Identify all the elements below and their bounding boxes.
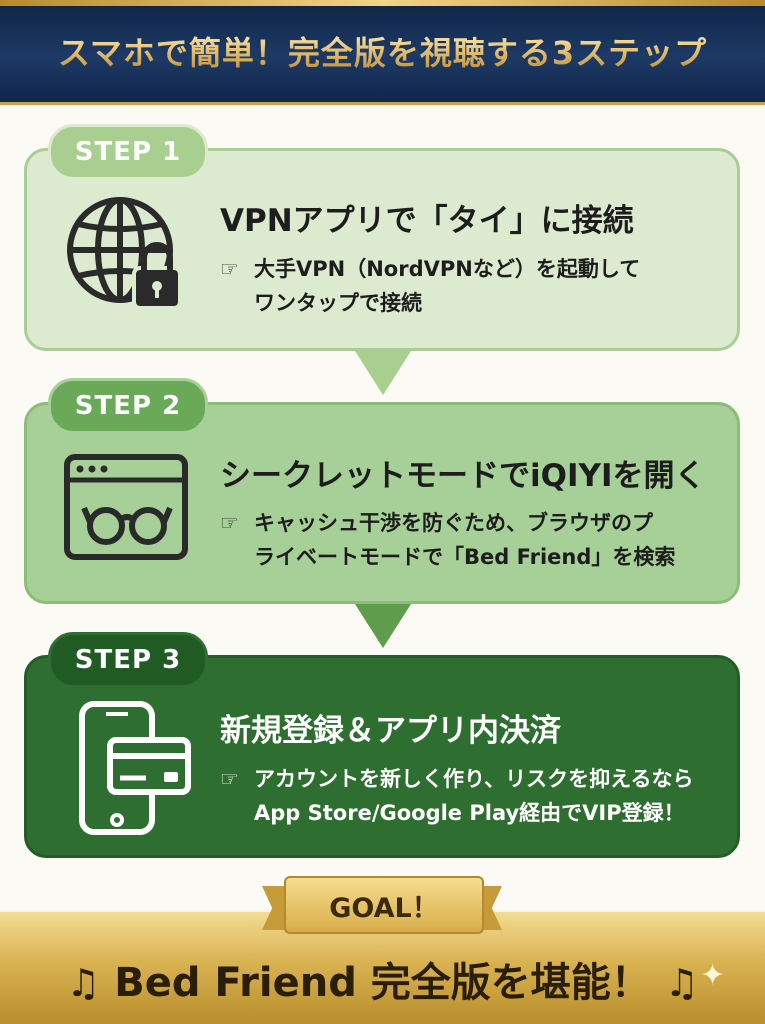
step-desc-2: ☞ キャッシュ干渉を防ぐため、ブラウザのプ ライベートモードで「Bed Frien… [220,506,725,574]
pointing-hand-icon: ☞ [220,767,239,791]
arrow-down-icon [355,351,411,395]
step-title-3: 新規登録＆アプリ内決済 [220,713,561,749]
step-desc-2-line2: ライベートモードで「Bed Friend」を検索 [254,545,676,569]
step-desc-1-line1: 大手VPN（NordVPNなど）を起動して [254,257,641,281]
globe-lock-icon [67,197,182,310]
step-card-2 [24,402,740,604]
step-desc-2-line1: キャッシュ干渉を防ぐため、ブラウザのプ [254,511,653,535]
pointing-hand-icon: ☞ [220,257,239,281]
step-title-1: VPNアプリで「タイ」に接続 [220,203,634,239]
step-desc-3-line1: アカウントを新しく作り、リスクを抑えるなら [254,767,694,791]
step-badge-1: STEP 1 [48,124,208,180]
header-banner: スマホで簡単！完全版を視聴する3ステップ [0,0,765,105]
music-note-icon: ♫ [664,961,699,1005]
footer-title: ♫ Bed Friend 完全版を堪能！ ♫ [0,950,765,1008]
goal-ribbon: GOAL！ [262,876,502,936]
step-desc-1-line2: ワンタップで接続 [254,291,422,315]
step-badge-3: STEP 3 [48,632,208,688]
page-title: スマホで簡単！完全版を視聴する3ステップ [58,28,707,74]
footer-title-text: Bed Friend 完全版を堪能！ [114,960,651,1006]
phone-card-icon [79,701,191,835]
pointing-hand-icon: ☞ [220,511,239,535]
step-desc-3: ☞ アカウントを新しく作り、リスクを抑えるなら App Store/Google … [220,762,725,830]
goal-label: GOAL！ [284,876,484,934]
step-badge-2: STEP 2 [48,378,208,434]
arrow-down-icon [355,604,411,648]
sparkle-icon: ✦ [700,958,726,993]
browser-glasses-icon [64,454,188,560]
step-title-2: シークレットモードでiQIYIを開く [220,458,706,494]
music-note-icon: ♫ [66,961,101,1005]
step-desc-1: ☞ 大手VPN（NordVPNなど）を起動して ワンタップで接続 [220,252,725,320]
step-desc-3-line2: App Store/Google Play経由でVIP登録！ [254,801,685,825]
